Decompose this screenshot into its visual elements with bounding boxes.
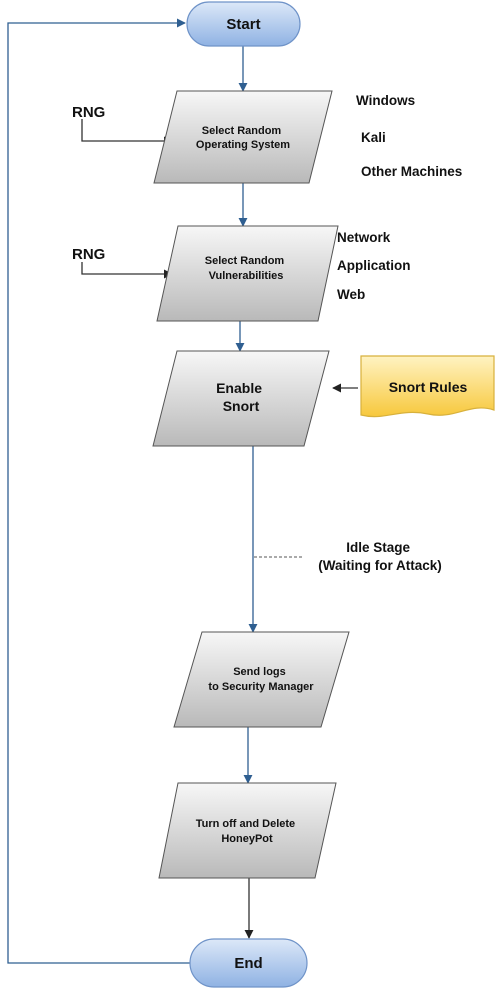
select-vuln-line-2: Vulnerabilities <box>209 270 284 282</box>
vuln-option-network: Network <box>337 230 391 245</box>
snort-rules-document: Snort Rules <box>360 355 495 418</box>
enable-snort-label: Enable Snort <box>216 380 266 414</box>
select-vuln-line-1: Select Random <box>205 255 285 267</box>
loop-back-arrow <box>7 18 190 964</box>
enable-snort-line-1: Enable <box>216 380 262 396</box>
idle-stage-line-1: Idle Stage <box>346 540 410 555</box>
connectors <box>7 18 358 964</box>
vuln-option-application: Application <box>337 258 411 273</box>
select-os-node: Select Random Operating System <box>153 90 333 184</box>
select-os-line-1: Select Random <box>202 125 282 137</box>
select-vuln-label: Select Random Vulnerabilities <box>205 255 288 282</box>
rng-arrow-vuln <box>81 262 173 279</box>
turn-off-node: Turn off and Delete HoneyPot <box>158 782 337 879</box>
enable-snort-node: Enable Snort <box>152 350 330 447</box>
start-label: Start <box>226 16 260 33</box>
send-logs-line-2: to Security Manager <box>208 681 314 693</box>
end-node: End <box>189 938 308 988</box>
turn-off-label: Turn off and Delete HoneyPot <box>196 818 298 845</box>
os-options: Windows Kali Other Machines <box>356 93 462 179</box>
select-os-label: Select Random Operating System <box>196 125 290 151</box>
rng-arrow-os <box>81 119 173 146</box>
vuln-options: Network Application Web <box>337 230 411 302</box>
os-option-windows: Windows <box>356 93 415 108</box>
select-vuln-node: Select Random Vulnerabilities <box>156 225 339 322</box>
start-node: Start <box>186 1 301 47</box>
idle-stage-line-2: (Waiting for Attack) <box>318 558 442 573</box>
os-option-other: Other Machines <box>361 164 462 179</box>
send-logs-line-1: Send logs <box>233 666 286 678</box>
rng-label-vuln: RNG <box>72 246 105 263</box>
idle-stage-label: Idle Stage (Waiting for Attack) <box>318 540 442 573</box>
select-os-line-2: Operating System <box>196 139 290 151</box>
turn-off-line-2: HoneyPot <box>221 833 273 845</box>
os-option-kali: Kali <box>361 130 386 145</box>
snort-rules-label: Snort Rules <box>389 379 468 395</box>
turn-off-line-1: Turn off and Delete <box>196 818 295 830</box>
vuln-option-web: Web <box>337 287 365 302</box>
enable-snort-line-2: Snort <box>223 398 260 414</box>
send-logs-node: Send logs to Security Manager <box>173 631 350 728</box>
rng-label-os: RNG <box>72 104 105 121</box>
send-logs-label: Send logs to Security Manager <box>208 666 314 693</box>
end-label: End <box>234 955 262 972</box>
